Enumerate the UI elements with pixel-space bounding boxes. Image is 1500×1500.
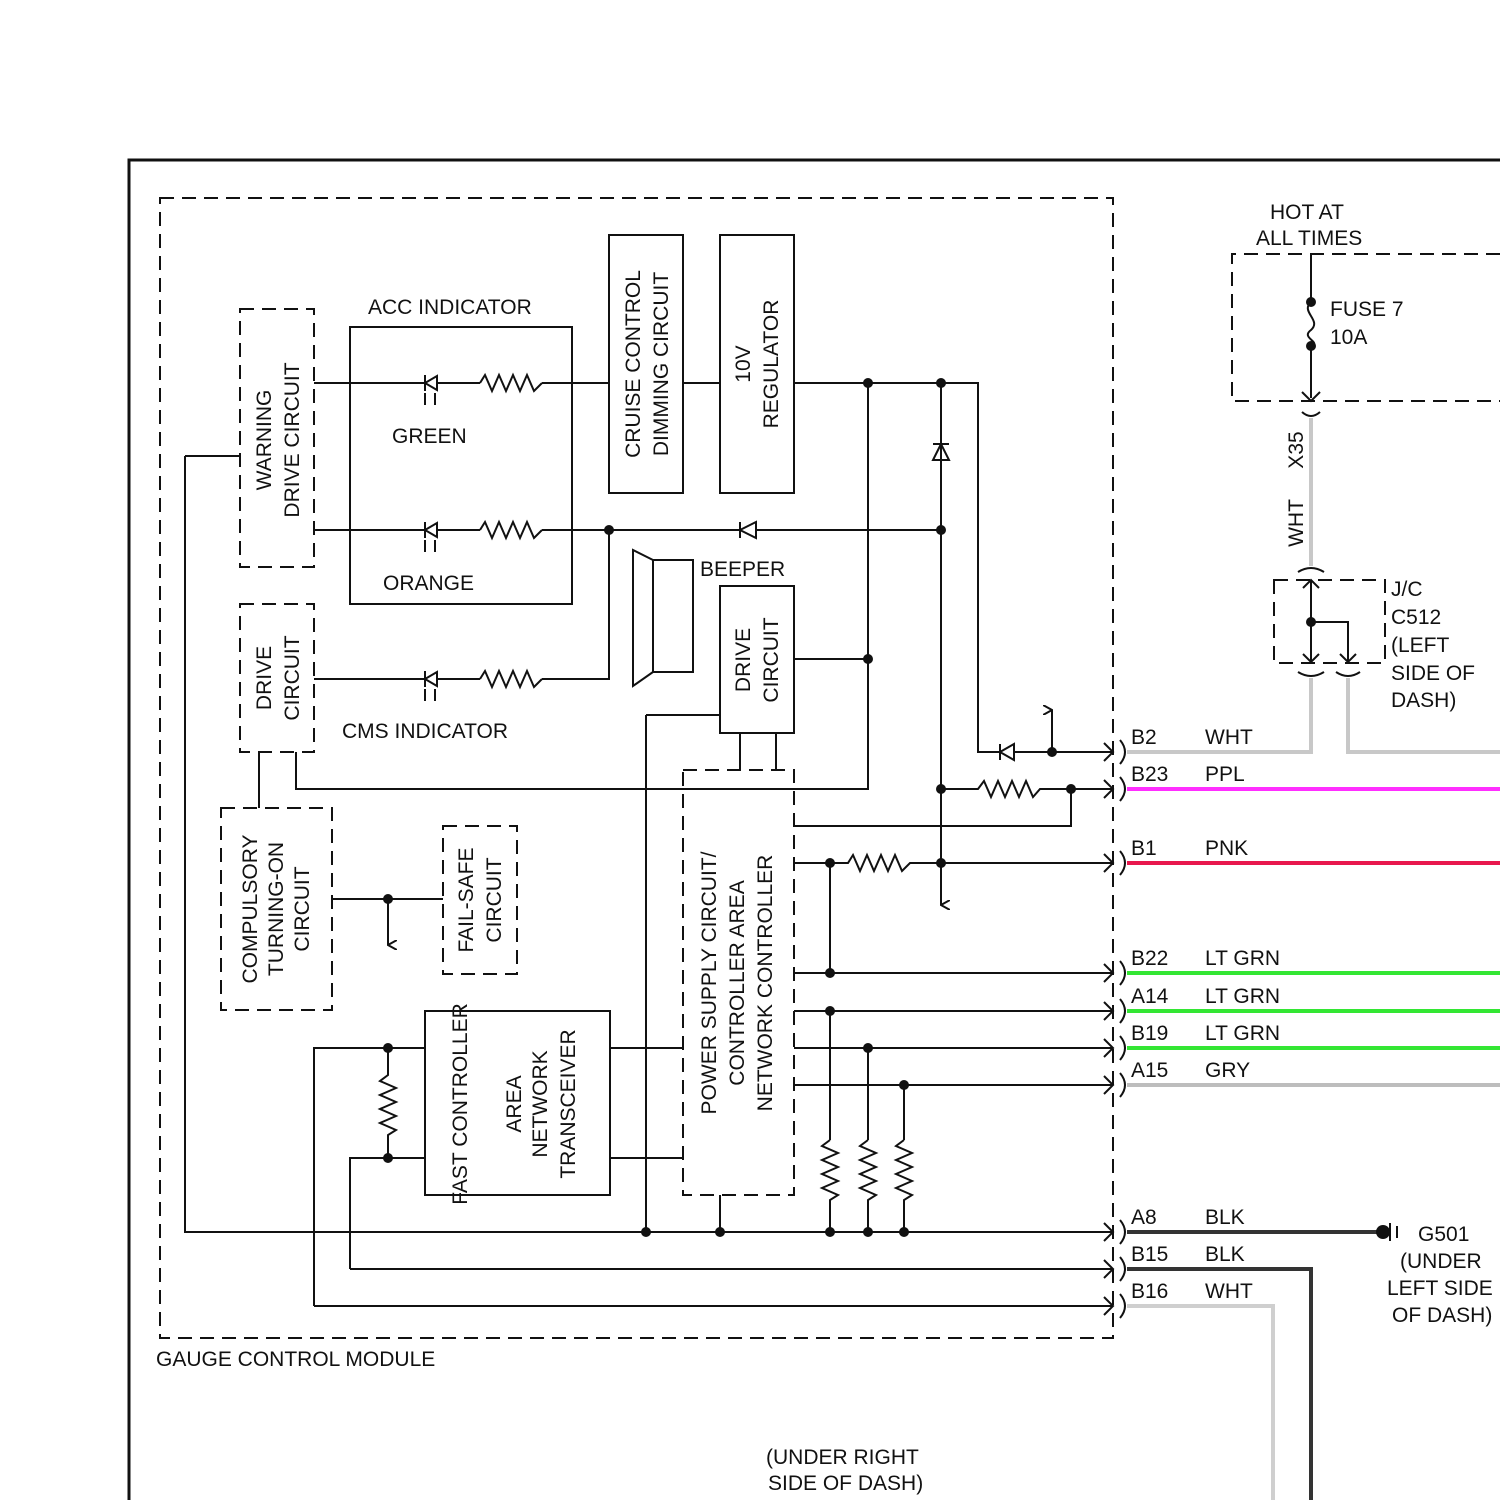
warning-drive-label-2: DRIVE CIRCUIT <box>281 362 304 517</box>
junction-label-3: (LEFT <box>1391 634 1450 657</box>
under-right-label-2: SIDE OF DASH) <box>768 1472 923 1495</box>
wire-color-label-b1: PNK <box>1205 837 1248 860</box>
junction-label-2: C512 <box>1391 606 1441 629</box>
wire-color-label-a15: GRY <box>1205 1059 1250 1082</box>
junction-label: J/C <box>1391 578 1423 601</box>
power-supply-label-2: CONTROLLER AREA <box>726 880 749 1085</box>
fail-safe-label: FAIL-SAFE <box>455 847 478 952</box>
wire-color-label-b15: BLK <box>1205 1243 1245 1266</box>
acc-indicator-label: ACC INDICATOR <box>368 296 532 319</box>
can-transceiver-label-2: AREA <box>503 1075 526 1132</box>
beeper-speaker-icon <box>633 550 693 686</box>
wire-color-label-b23: PPL <box>1205 763 1245 786</box>
beeper-drive-label: DRIVE <box>732 628 755 692</box>
compulsory-label: COMPULSORY <box>239 835 262 984</box>
pin-label-b1: B1 <box>1131 837 1157 860</box>
junction-dots <box>383 378 1076 1237</box>
wire-color-label-a8: BLK <box>1205 1206 1245 1229</box>
junction-label-5: DASH) <box>1391 689 1456 712</box>
cms-drive-label: DRIVE <box>253 646 276 710</box>
led-cms-icon <box>425 671 437 687</box>
can-transceiver-label-4: TRANSCEIVER <box>557 1029 580 1178</box>
compulsory-label-3: CIRCUIT <box>291 866 314 951</box>
pin-label-a14: A14 <box>1131 985 1169 1008</box>
ground-icon <box>1390 1223 1397 1241</box>
pin-label-b22: B22 <box>1131 947 1168 970</box>
pin-label-b2: B2 <box>1131 726 1157 749</box>
warning-drive-label: WARNING <box>253 390 276 491</box>
fail-safe-label-2: CIRCUIT <box>483 857 506 942</box>
can-transceiver-label: FAST CONTROLLER <box>449 1003 472 1205</box>
wire-color-label-a14: LT GRN <box>1205 985 1280 1008</box>
junction-dot <box>1306 617 1316 627</box>
hot-at-label: HOT AT <box>1270 201 1344 224</box>
can-transceiver-label-3: NETWORK <box>529 1050 552 1157</box>
pin-label-a15: A15 <box>1131 1059 1168 1082</box>
ground-location-label-2: LEFT SIDE <box>1387 1277 1493 1300</box>
under-right-label: (UNDER RIGHT <box>766 1446 919 1469</box>
wire-color-label-b22: LT GRN <box>1205 947 1280 970</box>
diode-b2-icon <box>1000 744 1014 760</box>
ground-location-label: (UNDER <box>1400 1250 1482 1273</box>
internal-wiring <box>185 375 1113 1306</box>
fuse-label: FUSE 7 <box>1330 298 1404 321</box>
pin-label-b23: B23 <box>1131 763 1168 786</box>
led-orange-label: ORANGE <box>383 572 474 595</box>
cruise-dimming-label-2: DIMMING CIRCUIT <box>650 272 673 456</box>
fuse-terminal-bottom <box>1306 341 1316 351</box>
fuse-terminal-top <box>1306 297 1316 307</box>
fuse-rating-label: 10A <box>1330 326 1367 349</box>
pin-label-b16: B16 <box>1131 1280 1168 1303</box>
ground-location-label-3: OF DASH) <box>1392 1304 1492 1327</box>
pin-label-a8: A8 <box>1131 1206 1157 1229</box>
led-green-icon <box>425 375 437 391</box>
cruise-dimming-label: CRUISE CONTROL <box>622 270 645 458</box>
pin-label-b15: B15 <box>1131 1243 1168 1266</box>
cms-indicator-label: CMS INDICATOR <box>342 720 508 743</box>
regulator-label-2: REGULATOR <box>760 300 783 429</box>
led-orange-icon <box>425 522 437 538</box>
diode-orange-icon <box>740 522 756 538</box>
junction-label-4: SIDE OF <box>1391 662 1475 685</box>
harness-wire-b15 <box>1127 1269 1311 1500</box>
cms-drive-label-2: CIRCUIT <box>281 635 304 720</box>
wire-color-label-b2: WHT <box>1205 726 1253 749</box>
harness-wire-b16 <box>1127 1306 1273 1500</box>
pin-label-b19: B19 <box>1131 1022 1168 1045</box>
wht-feed-label: WHT <box>1285 499 1308 547</box>
ground-terminal <box>1376 1225 1390 1239</box>
wire-color-label-b16: WHT <box>1205 1280 1253 1303</box>
ground-name-label: G501 <box>1418 1223 1469 1246</box>
beeper-drive-label-2: CIRCUIT <box>760 617 783 702</box>
led-icons <box>425 375 437 701</box>
power-supply-label-3: NETWORK CONTROLLER <box>754 855 777 1112</box>
wire-color-label-b19: LT GRN <box>1205 1022 1280 1045</box>
outer-frame <box>129 160 1500 1500</box>
led-green-label: GREEN <box>392 425 467 448</box>
acc-indicator-box <box>350 327 572 604</box>
hot-at-label-2: ALL TIMES <box>1256 227 1362 250</box>
fuse-icon <box>1308 254 1314 398</box>
x35-label: X35 <box>1285 431 1308 468</box>
gauge-module-label: GAUGE CONTROL MODULE <box>156 1348 435 1371</box>
power-supply-label: POWER SUPPLY CIRCUIT/ <box>698 851 721 1114</box>
beeper-label: BEEPER <box>700 558 785 581</box>
regulator-label: 10V <box>732 345 755 382</box>
compulsory-label-2: TURNING-ON <box>265 842 288 976</box>
